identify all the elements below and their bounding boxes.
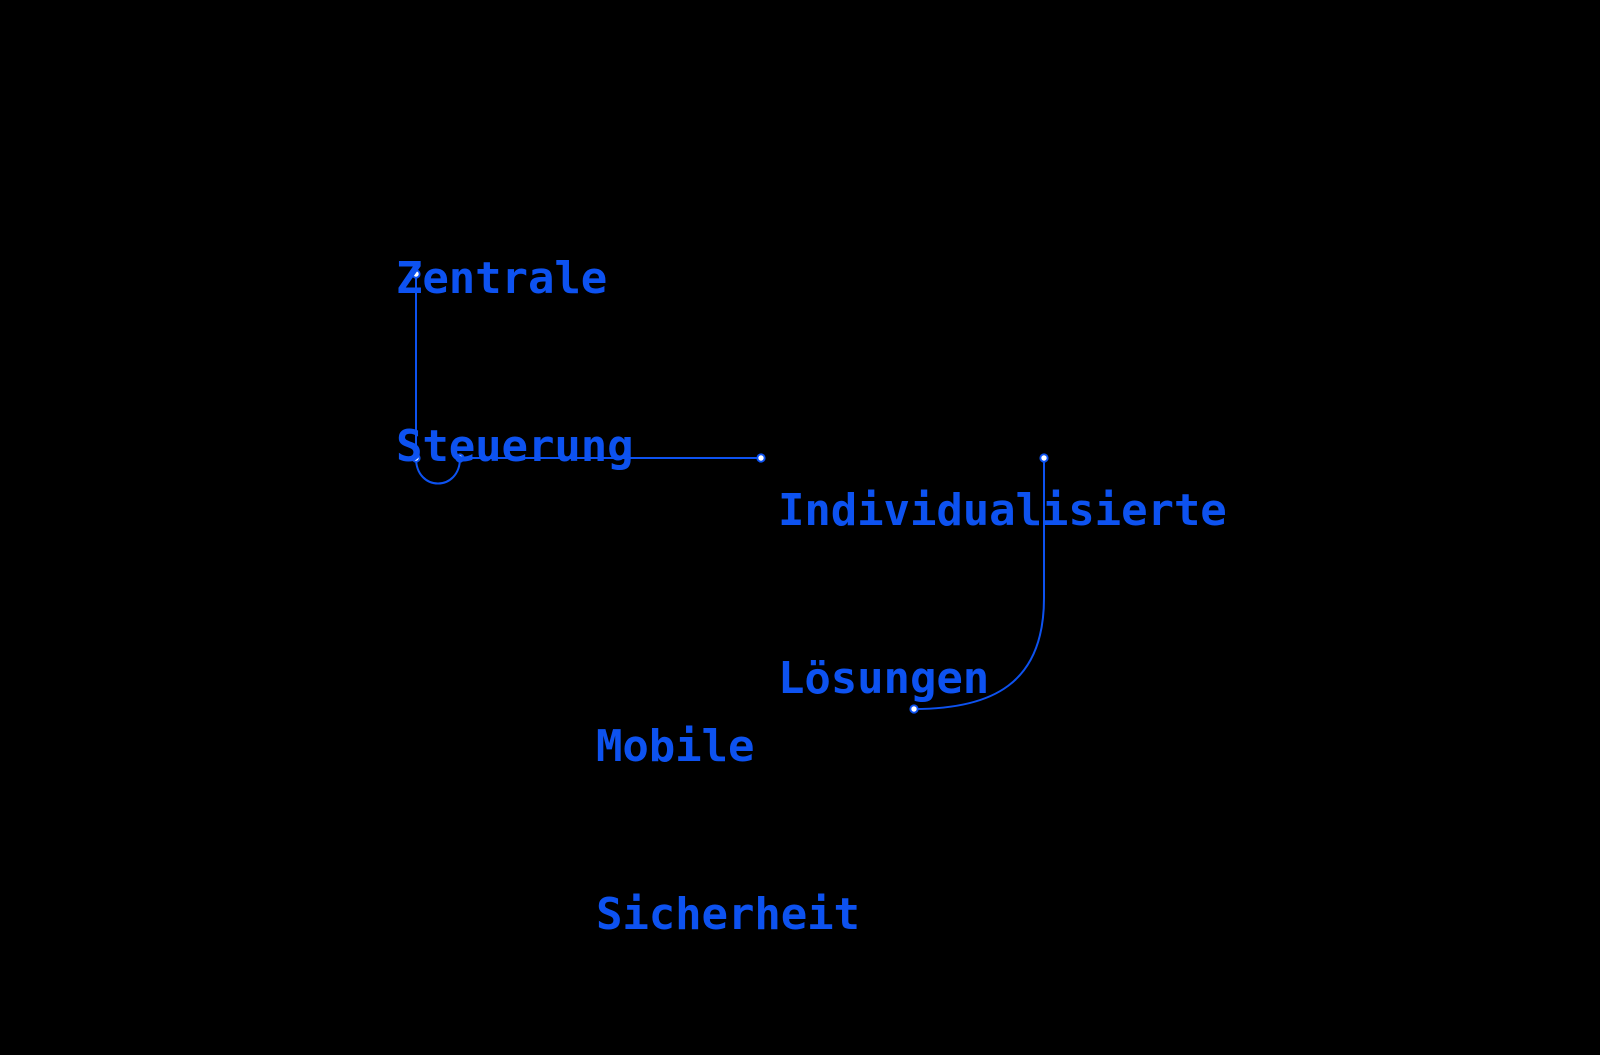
node-label-zentrale-steuerung: Zentrale Steuerung [396,139,634,587]
node-dot-top[interactable] [411,269,421,279]
node-dot-elbow-right[interactable] [455,453,465,463]
node-label-mobile-sicherheit-line1: Mobile [596,721,755,772]
node-dot-elbow-left[interactable] [411,453,421,463]
node-dot-loesungen-right[interactable] [1039,453,1049,463]
node-label-zentrale-steuerung-line1: Zentrale [396,253,608,304]
node-label-individualisierte-loesungen-line2: Lösungen [778,653,990,704]
node-dot-top-core [413,271,419,277]
node-dot-elbow-right-core [457,455,463,461]
node-label-mobile-sicherheit: Mobile Sicherheit [596,607,860,1055]
node-label-zentrale-steuerung-line2: Steuerung [396,421,634,472]
node-dot-elbow-left-core [413,455,419,461]
connector-u-curve [415,457,461,485]
node-label-individualisierte-loesungen: Individualisierte Lösungen [778,371,1227,819]
node-dot-mid-right-core [758,455,764,461]
node-dot-loesungen-right-core [1041,455,1047,461]
node-dot-sicherheit-core [911,706,917,712]
node-label-mobile-sicherheit-line2: Sicherheit [596,889,860,940]
diagram-canvas: Zentrale Steuerung Individualisierte Lös… [396,139,1227,940]
node-dot-sicherheit[interactable] [909,704,919,714]
connector-quarter-arc [913,457,1045,710]
node-dot-mid-right[interactable] [756,453,766,463]
connector-layer [411,269,1049,714]
node-label-individualisierte-loesungen-line1: Individualisierte [778,485,1227,536]
